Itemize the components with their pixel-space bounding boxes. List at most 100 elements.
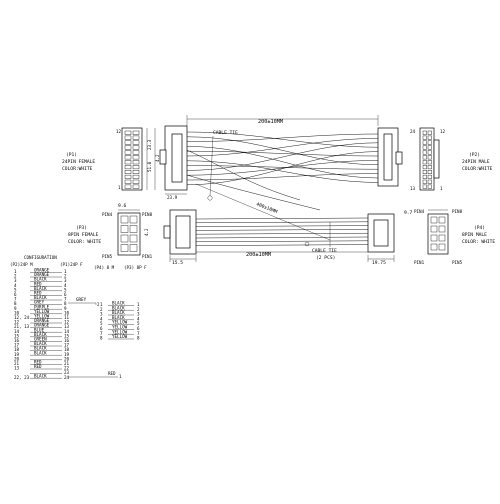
wire — [195, 244, 369, 246]
p4-title: 8PIN MALE — [462, 232, 487, 238]
p1-front-view: 12 1 — [116, 127, 143, 191]
p2-front-view: 24 13 12 1 — [410, 127, 446, 191]
mid-dim-left-sub: 4.2 — [144, 228, 149, 236]
p2-title: 24PIN MALE — [462, 159, 490, 165]
p2-label: (P2) — [469, 152, 480, 158]
mid-dim-short: 15.5 — [172, 260, 183, 266]
connector-pin — [427, 135, 432, 140]
mid-dim-left: 9.6 — [118, 203, 127, 209]
config-red-label: RED — [108, 371, 116, 376]
connector-pin — [132, 165, 140, 170]
p3-connector — [163, 209, 197, 255]
config-wire-color: GREEN — [34, 337, 47, 342]
config-p1-pin: 8 — [64, 301, 67, 306]
p4-pin5-label: PIN5 — [452, 260, 463, 265]
config-wire-color: ORANGE — [34, 268, 50, 273]
config-wire-color: YELLOW — [112, 334, 128, 339]
config-p2-pin: 12, 24 — [14, 315, 30, 320]
connector-pin — [430, 243, 438, 251]
connector-pin — [124, 135, 132, 140]
config-p2-pin: 2 — [14, 274, 17, 279]
connector-pin — [132, 184, 140, 189]
config-p2-pin: 8 — [14, 301, 17, 306]
config-grey-label: GREY — [76, 297, 87, 302]
connector-pin — [120, 244, 129, 252]
p2-pin24-label: 24 — [410, 129, 416, 134]
config-p2-pin: 1 — [14, 269, 17, 274]
middle-wire-bundle — [195, 217, 369, 246]
p3-label: (P3) — [76, 225, 87, 231]
config-p4-pin: 5 — [100, 321, 103, 326]
connector-pin — [422, 160, 427, 165]
wire — [186, 131, 379, 148]
config-p3-pin: 2 — [137, 307, 140, 312]
top-assembly: 12 1 51.8 23.3 4.2 23.9 24 — [62, 115, 493, 211]
top-dim-vert-a: 51.8 — [147, 161, 152, 172]
config-wire-color: GREY — [34, 300, 45, 305]
mid-dim-end: 19.75 — [372, 260, 386, 266]
connector-pin — [132, 179, 140, 184]
wire — [195, 225, 369, 227]
connector-pin — [129, 244, 138, 252]
config-p4-pin: 3 — [100, 312, 103, 317]
connector-pin — [124, 150, 132, 155]
connector-pin — [124, 160, 132, 165]
wire — [186, 133, 379, 142]
config-p1-pin: 4 — [64, 283, 67, 288]
config-p2-pin: 10 — [14, 310, 20, 315]
p3-pin1-label: PIN1 — [142, 254, 153, 259]
p1-pin1-label: 1 — [118, 185, 121, 190]
config-wire-color: BLACK — [34, 295, 47, 300]
connector-pin — [430, 234, 438, 242]
config-col-p3: (P3) 8P F — [124, 265, 147, 270]
config-p4-pin: 2 — [100, 307, 103, 312]
connector-pin — [422, 174, 427, 179]
connector-pin — [427, 179, 432, 184]
connector-pin — [120, 225, 129, 233]
config-p2-pin: 17 — [14, 343, 20, 348]
config-wire-color: BLACK — [34, 350, 47, 355]
config-wire-color: ORANGE — [34, 272, 50, 277]
config-p2-pin: 20 — [14, 356, 20, 361]
config-p3-pin: 1 — [137, 302, 140, 307]
mid-dim-right: 9.7 — [404, 210, 413, 216]
p3-color: COLOR: WHITE — [68, 239, 101, 245]
connector-pin — [132, 169, 140, 174]
config-p1-pin: 10 — [64, 310, 70, 315]
connector-pin — [124, 130, 132, 135]
p3-pin5-label: PIN5 — [102, 254, 113, 259]
config-p1-pin: 21 — [64, 361, 70, 366]
p2-connector — [377, 127, 403, 187]
connector-pin — [427, 155, 432, 160]
wire — [186, 174, 321, 211]
config-p2-pin: 21 — [14, 361, 20, 366]
connector-pin — [427, 160, 432, 165]
wire — [186, 165, 379, 170]
config-wire-color: RED — [34, 364, 42, 369]
config-p1-pin: 16 — [64, 338, 70, 343]
config-p1-pin: 23 — [64, 370, 70, 375]
connector-pin — [422, 130, 427, 135]
config-p1-pin: 11 — [64, 315, 70, 320]
config-p1-pin: 3 — [64, 278, 67, 283]
connector-pin — [132, 130, 140, 135]
config-wire-color: YELLOW — [34, 314, 50, 319]
p2-color: COLOR:WHITE — [462, 166, 493, 172]
config-p4-pin: 4 — [100, 316, 103, 321]
connector-pin — [422, 145, 427, 150]
connector-pin — [422, 179, 427, 184]
p2-pin1-label: 1 — [440, 186, 443, 191]
p3-title: 8PIN FEMALE — [68, 232, 99, 238]
middle-assembly: PIN4 PIN8 PIN5 PIN1 9.6 4.2 PIN4 PIN8 PI… — [68, 183, 495, 266]
connector-pin — [430, 225, 438, 233]
config-p2-pin: 15 — [14, 333, 20, 338]
p2-pin12-label: 12 — [440, 129, 446, 134]
connector-pin — [132, 135, 140, 140]
connector-pin — [132, 160, 140, 165]
config-p3-pin: 5 — [137, 321, 140, 326]
config-p2-pin: 5 — [14, 287, 17, 292]
connector-pin — [132, 174, 140, 179]
wire — [186, 151, 379, 186]
config-p1-pin: 22 — [64, 366, 70, 371]
config-p4-pin: 7 — [100, 331, 103, 336]
